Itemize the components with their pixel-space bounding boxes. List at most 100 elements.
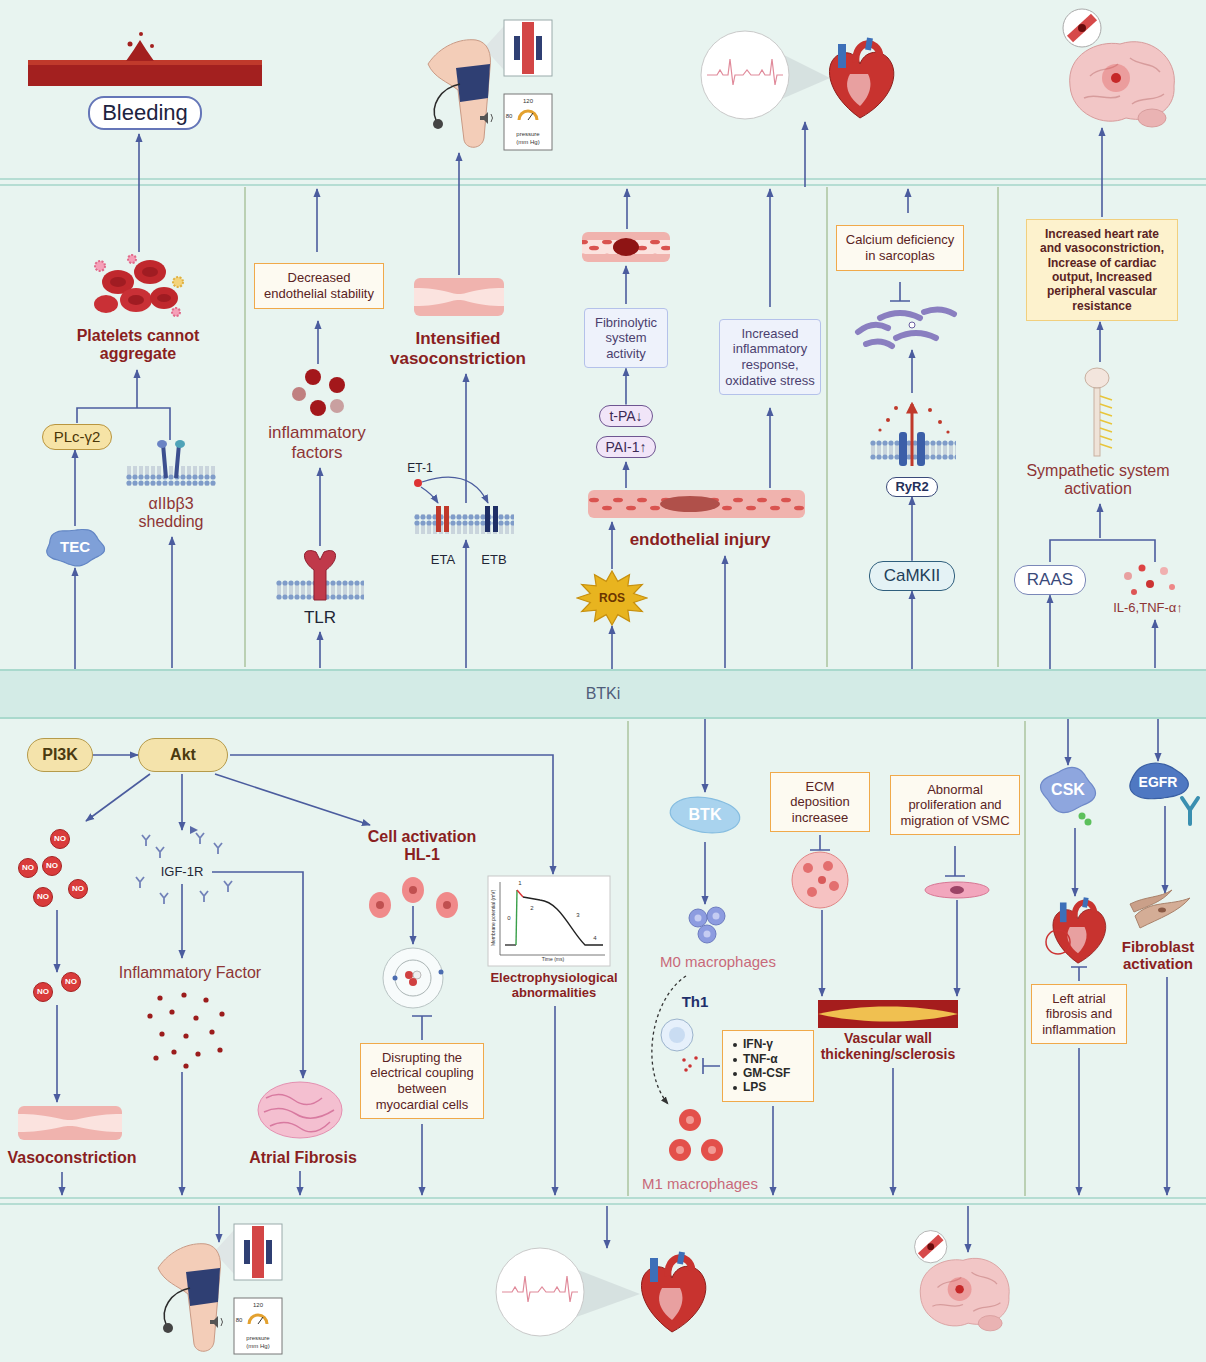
endothelin-receptors: [436, 506, 441, 532]
outcome-icons: [428, 20, 552, 150]
ligand-label: ET-1: [407, 462, 432, 476]
cell-coupling-icon: [383, 948, 444, 1008]
outcome-icons: [139, 32, 143, 36]
drug-band: BTKi: [0, 669, 1206, 719]
egfr-antibody-and-fibroblasts: [1130, 798, 1198, 928]
molecule-pill: PAI-1↑: [596, 436, 657, 459]
separator-lines: [1024, 721, 1025, 1196]
vascular-remodeling: [807, 887, 817, 897]
factor-dots: [157, 995, 162, 1000]
effect-box: Abnormal proliferation and migration of …: [890, 775, 1020, 836]
pathway-arrows: [215, 774, 370, 825]
platelet-cluster: [134, 260, 166, 284]
gauge-number: 80: [236, 1317, 243, 1324]
node-label: BTK: [689, 805, 722, 824]
pathway-arrows: [804, 122, 806, 187]
separator-lines: [0, 179, 1206, 1204]
tlr-receptor: [304, 551, 335, 600]
sarcoplasmic-reticulum: [858, 309, 954, 346]
platelet-cluster: [120, 288, 152, 312]
left-atrium-heart: [1085, 819, 1092, 826]
inflammatory-dots: [330, 399, 344, 413]
ryanodine-channel: [886, 418, 890, 422]
stimulus-box: IFN-γTNF-αGM-CSFLPS: [722, 1030, 814, 1102]
factor-dots: [209, 1029, 214, 1034]
macrophages: [661, 1019, 693, 1051]
outcome-box: Bleeding: [88, 96, 202, 130]
hl1-cells: [436, 892, 458, 918]
factor-dots: [195, 1051, 200, 1056]
pathway-arrows: [56, 910, 58, 972]
factor-label: Inflammatory Factor: [119, 964, 261, 982]
process-label: Sympathetic system activation: [1018, 462, 1178, 499]
hl1-cells: [369, 877, 458, 918]
cell-label: M1 macrophages: [642, 1175, 758, 1192]
outcome-caption: Cell activation HL-1: [359, 828, 485, 865]
arrow-connector: [1067, 719, 1069, 765]
clot-vessel: [582, 232, 670, 262]
separator-lines: [244, 187, 245, 667]
pathway-arrows: [821, 910, 823, 996]
arrow-connector: [625, 368, 627, 404]
outcome-icons: [128, 42, 133, 47]
endothelium: [588, 490, 805, 518]
cytokine-dots: [1160, 567, 1168, 575]
arrow-connector: [1049, 595, 1051, 669]
cytokine-dots: [1124, 572, 1132, 580]
endothelin-receptors: [421, 487, 438, 503]
outcome-icons: [150, 44, 154, 48]
factor-dots: [181, 992, 186, 997]
effect-box: Decreased endothelial stability: [254, 263, 384, 308]
arrow-connector: [611, 626, 613, 669]
platelet-cluster: [173, 277, 183, 287]
outcome-caption: Platelets cannot aggregate: [53, 327, 223, 364]
node-label: Bleeding: [102, 100, 188, 126]
outcome-icons: [701, 31, 789, 119]
node-label: Akt: [153, 745, 213, 764]
ryanodine-channel: [928, 408, 932, 412]
constricted-vessel: [414, 278, 504, 316]
pathway-arrows: [704, 842, 706, 904]
effect-box: ECM deposition increasee: [770, 772, 870, 833]
pathway-arrows: [316, 189, 318, 252]
molecule-pill: t-PA↓: [599, 405, 652, 428]
receptor-pill: RyR2: [886, 477, 937, 497]
igf-antibodies: [224, 881, 232, 892]
phase-number: 3: [576, 912, 579, 919]
molecule-dot: NO: [61, 972, 81, 992]
pathway-arrows: [606, 1206, 608, 1248]
pathway-arrows: [911, 350, 913, 393]
action-potential-graph: [505, 944, 516, 945]
cytokine-label: IL-6,TNF-α↑: [1113, 601, 1183, 616]
outcome-icons: [915, 1231, 1010, 1331]
effect-box: Fibrinolytic system activity: [584, 308, 668, 369]
effect-box: Left atrial fibrosis and inflammation: [1031, 984, 1127, 1045]
pathway-arrows: [181, 774, 183, 830]
ryanodine-channel: [870, 404, 956, 466]
outcome-icons: [1063, 9, 1174, 127]
pathway-arrows: [181, 884, 183, 958]
atrial-fibrosis-tissue: [264, 1094, 334, 1131]
factor-dots: [219, 1011, 224, 1016]
node-label: PI3K: [42, 745, 78, 764]
pathway-arrows: [892, 1068, 894, 1195]
arrow-connector: [911, 591, 913, 669]
node-label: ECM deposition increasee: [777, 779, 863, 826]
vascular-remodeling: [792, 852, 989, 1028]
igf-antibodies: [136, 826, 232, 904]
outcome-icons: [829, 38, 893, 118]
node-label: BTKi: [586, 684, 621, 703]
arrow-connector: [74, 450, 76, 526]
axis-title: Membrane potential (mV): [491, 890, 497, 946]
pathway-arrows: [181, 1072, 183, 1195]
left-atrium-heart: [1079, 813, 1086, 820]
arrow-connector: [93, 754, 138, 756]
platelet-cluster: [150, 287, 178, 309]
endothelin-receptors: [444, 506, 449, 532]
factor-dots: [147, 1013, 152, 1018]
endothelin-receptors: [485, 506, 490, 532]
pathway-arrows: [945, 846, 965, 876]
atrial-fibrosis-tissue: [258, 1082, 342, 1138]
cell-coupling-icon: [383, 948, 443, 1008]
pathway-arrows: [625, 462, 627, 488]
